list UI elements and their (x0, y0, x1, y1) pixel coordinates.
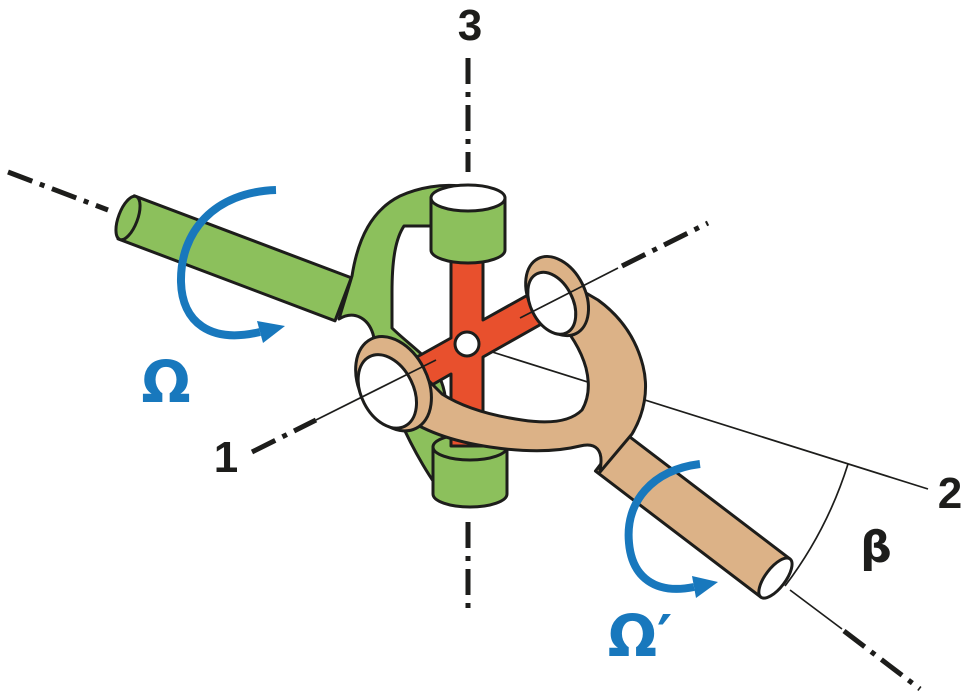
pin-top-face (429, 183, 507, 213)
label-axis-3: 3 (458, 1, 482, 50)
shaft-2-axis-extension (789, 589, 843, 630)
label-beta-angle: β (860, 522, 892, 573)
bearing-face-right (526, 270, 578, 336)
axis-1-centerline-lower-left (250, 417, 318, 455)
bearing-boss-left (354, 335, 433, 433)
bearing-boss-right (524, 255, 590, 338)
tan-shaft-body (593, 431, 792, 599)
axis-shaft1-centerline-upper-left (7, 169, 109, 213)
shaft-2-centerline-lower-right (842, 629, 922, 691)
axis-1-line-left-segment (315, 359, 437, 421)
tan-yoke (398, 284, 647, 474)
tan-shaft-end-face (757, 556, 794, 600)
axis-1-centerline-upper-right (620, 220, 710, 269)
rotation-arrow-left-head (257, 321, 285, 343)
label-omega: Ω (141, 348, 190, 416)
axis-2-construction-line (469, 344, 929, 490)
rotation-arrow-right-head (692, 576, 718, 598)
green-shaft-end-cap (114, 194, 142, 242)
bearing-face-left (356, 353, 418, 430)
green-shaft-body (116, 194, 353, 323)
axis-1-line-right-segment (519, 267, 619, 319)
rotation-arrow-left (176, 186, 285, 343)
label-axis-2: 2 (938, 469, 962, 518)
label-omega-prime: Ω′ (608, 602, 673, 670)
pin-boss-bottom-body (431, 445, 509, 509)
center-pin (453, 330, 481, 358)
label-axis-1: 1 (214, 433, 238, 482)
rotation-arrow-right (624, 460, 718, 598)
green-shaft (114, 194, 353, 323)
rotation-arrow-right-arc (624, 460, 701, 593)
pin-boss-top (429, 183, 507, 265)
beta-angle-arc (784, 463, 849, 587)
rotation-arrow-left-arc (176, 186, 277, 340)
pin-boss-top-body (429, 196, 507, 265)
